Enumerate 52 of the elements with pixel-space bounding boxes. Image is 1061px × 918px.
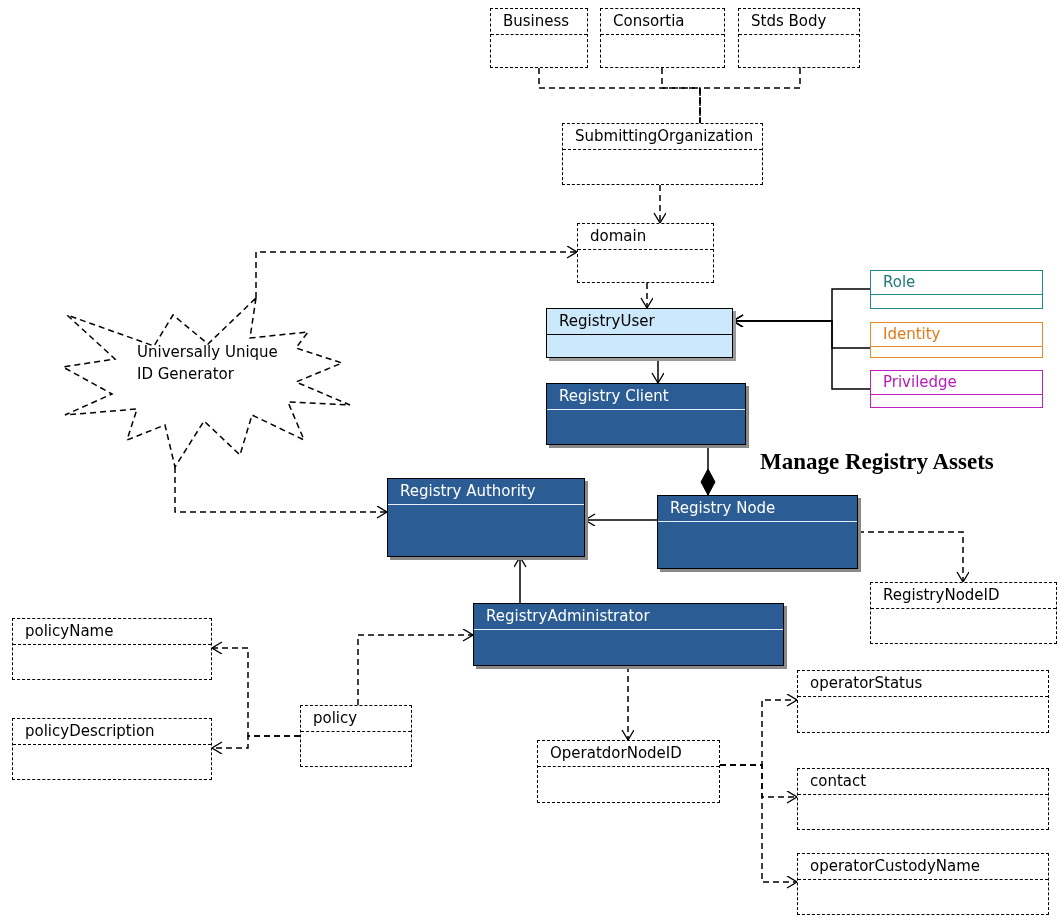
class-box bbox=[12, 618, 212, 680]
class-name: RegistryNodeID bbox=[883, 588, 1000, 603]
class-name: Role bbox=[883, 275, 916, 290]
class-box bbox=[473, 603, 784, 666]
class-box bbox=[300, 705, 412, 767]
class-box bbox=[562, 123, 763, 185]
class-box bbox=[577, 223, 714, 283]
arrow bbox=[255, 245, 578, 299]
class-name: RegistryUser bbox=[559, 314, 655, 329]
class-box bbox=[657, 495, 858, 569]
class-box bbox=[387, 478, 585, 557]
class-name: Registry Node bbox=[670, 501, 776, 516]
class-name: Business bbox=[503, 14, 570, 29]
class-box bbox=[870, 582, 1057, 644]
class-box bbox=[870, 322, 1043, 358]
class-box bbox=[797, 768, 1049, 830]
class-name: operatorCustodyName bbox=[810, 859, 981, 874]
class-name: Identity bbox=[883, 327, 941, 342]
class-name: SubmittingOrganization bbox=[575, 129, 754, 144]
class-name: RegistryAdministrator bbox=[486, 609, 650, 624]
arrow bbox=[640, 282, 654, 309]
class-box bbox=[546, 383, 746, 445]
arrow bbox=[357, 628, 474, 706]
class-box bbox=[12, 718, 212, 780]
class-name: Priviledge bbox=[883, 375, 957, 390]
class-box bbox=[870, 270, 1043, 309]
class-name: Registry Authority bbox=[400, 484, 536, 499]
arrow bbox=[653, 184, 667, 224]
class-name: policyDescription bbox=[25, 724, 155, 739]
class-name: policyName bbox=[25, 624, 114, 639]
starburst-label: Universally Unique ID Generator bbox=[137, 342, 279, 385]
class-name: Consortia bbox=[613, 14, 685, 29]
arrow bbox=[174, 466, 388, 519]
class-box bbox=[738, 8, 860, 68]
class-box bbox=[797, 670, 1049, 733]
class-box bbox=[797, 853, 1049, 915]
starburst-shape bbox=[62, 297, 352, 469]
class-name: OperatdorNodeID bbox=[550, 746, 682, 761]
class-box bbox=[537, 740, 720, 803]
class-name: operatorStatus bbox=[810, 676, 923, 691]
class-name: Registry Client bbox=[559, 389, 669, 404]
diagram-heading: Manage Registry Assets bbox=[760, 448, 994, 476]
class-box bbox=[490, 8, 588, 68]
class-box bbox=[600, 8, 725, 68]
arrow bbox=[211, 735, 301, 755]
arrow bbox=[719, 764, 798, 889]
class-box bbox=[546, 308, 733, 358]
class-name: contact bbox=[810, 774, 867, 789]
class-name: domain bbox=[590, 229, 647, 244]
class-name: policy bbox=[313, 711, 358, 726]
class-name: Stds Body bbox=[751, 14, 827, 29]
class-box bbox=[870, 370, 1043, 408]
